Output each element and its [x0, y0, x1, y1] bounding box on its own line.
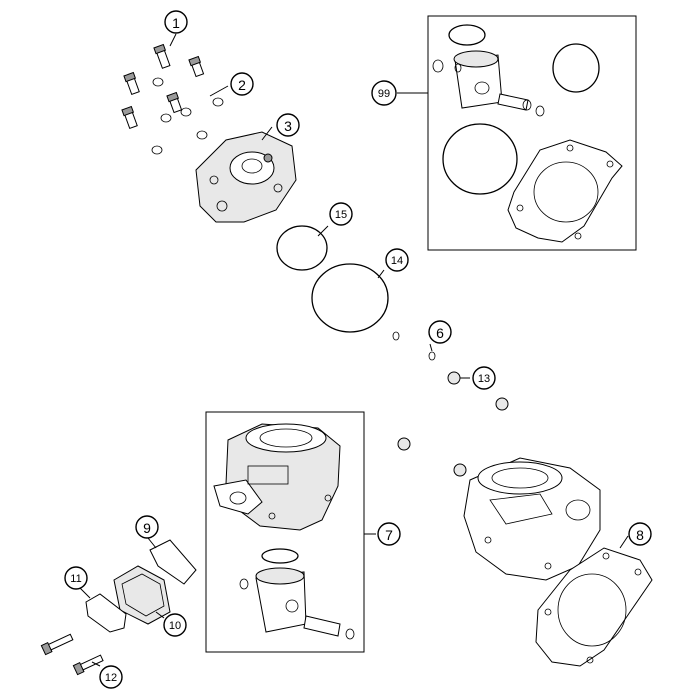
callout-14-label: 14 [391, 255, 403, 267]
dowels-and-nuts [392, 331, 509, 477]
base-gasket-8 [535, 535, 653, 667]
head-gaskets [276, 225, 389, 333]
callout-3: 3 [276, 113, 300, 137]
callout-1-label: 1 [172, 15, 180, 31]
callout-7-label: 7 [385, 527, 393, 543]
callout-13: 13 [472, 366, 496, 390]
callout-2-label: 2 [238, 77, 246, 93]
callout-12-label: 12 [105, 672, 117, 684]
cylinder-right [463, 457, 601, 581]
cylinder-head [195, 126, 297, 223]
callout-9: 9 [135, 515, 159, 539]
callout-99: 99 [371, 80, 397, 106]
callout-3-label: 3 [284, 118, 292, 134]
callout-10: 10 [163, 613, 187, 637]
piston-kit-frame [397, 15, 637, 251]
callout-11: 11 [64, 566, 88, 590]
callout-14: 14 [385, 248, 409, 272]
callout-99-label: 99 [378, 88, 390, 100]
intake-parts [40, 537, 197, 676]
cylinder-assembly-frame [205, 411, 376, 653]
head-bolts-group [121, 33, 229, 155]
callout-6-label: 6 [436, 325, 444, 341]
callout-12: 12 [99, 665, 123, 689]
callout-8-label: 8 [636, 527, 644, 543]
callout-15-label: 15 [335, 209, 347, 221]
callout-11-label: 11 [70, 573, 81, 585]
callout-10-label: 10 [169, 620, 181, 632]
callout-9-label: 9 [143, 520, 151, 536]
callout-6: 6 [428, 320, 452, 344]
callout-15: 15 [329, 202, 353, 226]
callout-13-label: 13 [478, 373, 490, 385]
callout-1: 1 [164, 10, 188, 34]
callout-7: 7 [377, 522, 401, 546]
callout-8: 8 [628, 522, 652, 546]
callout-2: 2 [230, 72, 254, 96]
